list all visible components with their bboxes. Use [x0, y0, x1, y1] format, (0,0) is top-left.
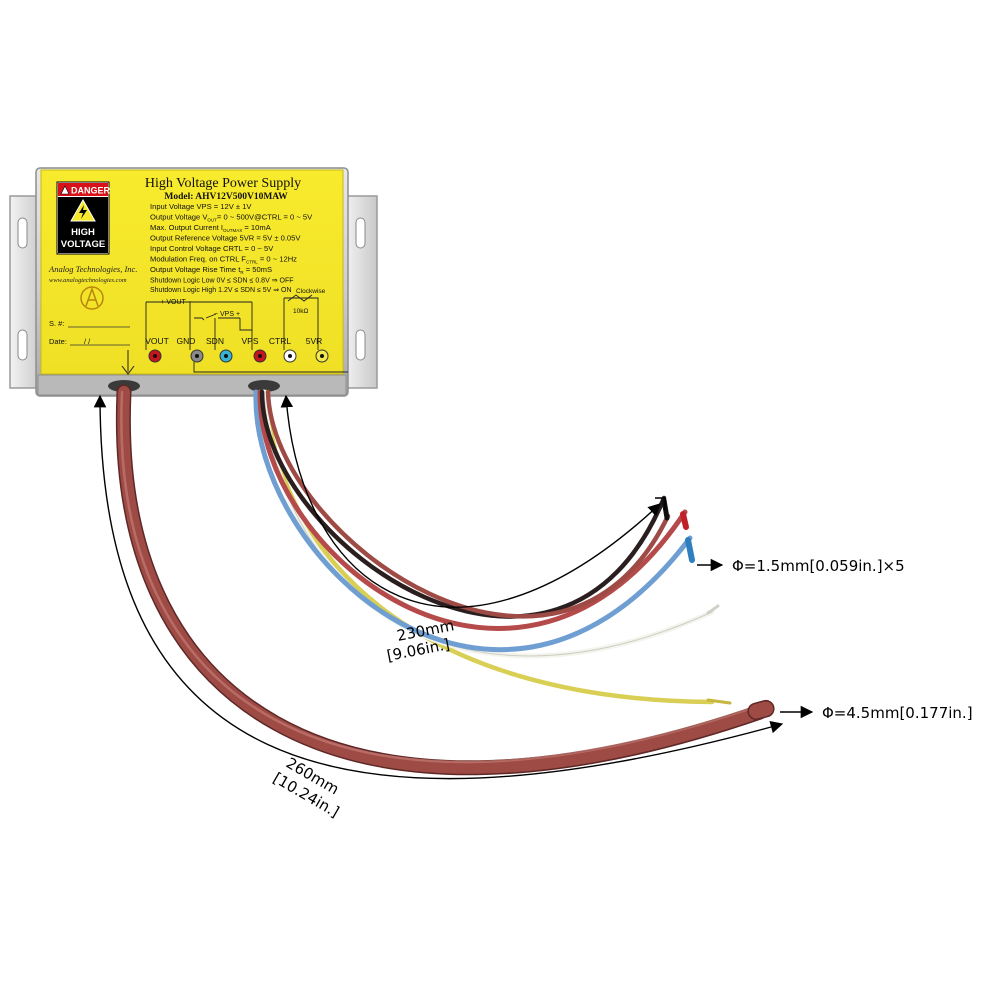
pin-label-vps: VPS: [241, 336, 258, 346]
left-slot-bottom: [17, 329, 28, 361]
hv-cable-tip: [747, 699, 775, 721]
company-website: www.analogtechnologies.com: [49, 277, 127, 284]
right-slot-top: [355, 217, 366, 249]
serial-number-label: S. #:: [49, 319, 64, 328]
spec-max-current: Max. Output Current IOUTMAX = 10mA: [150, 223, 272, 233]
spec-output-voltage: Output Voltage VOUT= 0 ~ 500V@CTRL = 0 ~…: [150, 213, 313, 223]
wiring-schematic: [145, 294, 348, 373]
danger-text: DANGER: [71, 186, 111, 196]
voltage-text: VOLTAGE: [61, 239, 106, 250]
vout-bus-label: + VOUT −: [160, 299, 191, 306]
date-label: Date:: [49, 337, 67, 346]
pin-label-vout: VOUT: [145, 336, 169, 346]
high-text: HIGH: [71, 227, 95, 238]
hv-output-arrow-icon: [121, 350, 135, 375]
wire-red-tip: [680, 511, 689, 530]
spec-reference-voltage: Output Reference Voltage 5VR = 5V ± 0.05…: [150, 234, 301, 243]
label-title: High Voltage Power Supply: [145, 176, 301, 191]
small-wire-diameter: Φ=1.5mm[0.059in.]×5: [732, 557, 905, 575]
pin-label-gnd: GND: [177, 336, 196, 346]
spec-modulation-freq: Modulation Freq. on CTRL FCTRL = 0 ~ 12H…: [150, 255, 297, 265]
pin-label-ctrl: CTRL: [269, 336, 291, 346]
dim-arc-230: [280, 394, 661, 608]
hv-cable: [115, 384, 768, 776]
spec-shutdown-low: Shutdown Logic Low 0V ≤ SDN ≤ 0.8V ⇒ OFF: [150, 278, 294, 285]
spec-rise-time: Output Voltage Rise Time tR = 50mS: [150, 265, 272, 275]
pot-label: 10kΩ: [293, 308, 308, 315]
left-slot-top: [17, 217, 28, 249]
dimension-lines: [93, 394, 814, 780]
clockwise-label: Clockwise: [296, 288, 326, 295]
pin-label-sdn: SDN: [206, 336, 224, 346]
company-logo-icon: [80, 286, 104, 310]
company-name: Analog Technologies, Inc.: [48, 264, 137, 274]
dim-arc-260: [93, 394, 784, 780]
hv-wire-diameter: Φ=4.5mm[0.177in.]: [822, 704, 973, 722]
product-label: DANGER HIGH VOLTAGE High Voltage Power S…: [40, 169, 348, 375]
wire-bundle: [253, 389, 732, 705]
vps-bus-label: − VPS +: [214, 311, 240, 318]
wire-black: [259, 389, 667, 619]
right-mounting-flange: [344, 195, 378, 389]
danger-banner: [58, 183, 108, 196]
wire-bundle-grommet: [248, 380, 280, 392]
right-slot-bottom: [355, 329, 366, 361]
date-separators: / /: [84, 337, 91, 346]
spec-shutdown-high: Shutdown Logic High 1.2V ≤ SDN ≤ 5V ⇒ ON: [150, 287, 292, 294]
pin-label-5vr: 5VR: [306, 336, 323, 346]
model-number: Model: AHV12V500V10MAW: [164, 192, 288, 202]
danger-sticker: DANGER HIGH VOLTAGE: [56, 181, 111, 255]
wire-blue-tip: [685, 537, 695, 563]
warning-triangle-icon: [60, 185, 70, 195]
spec-control-voltage: Input Control Voltage CRTL = 0 ~ 5V: [150, 244, 274, 253]
enclosure-bottom-edge: [37, 374, 347, 396]
spec-input-voltage: Input Voltage VPS = 12V ± 1V: [150, 202, 252, 211]
